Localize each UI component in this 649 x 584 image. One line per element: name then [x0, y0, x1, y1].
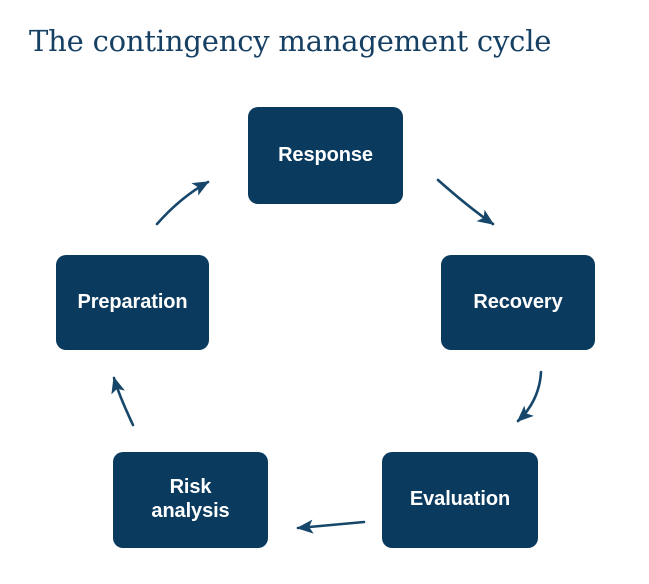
cycle-node-recovery-label: Recovery [473, 290, 563, 313]
cycle-node-response[interactable]: Response [248, 107, 403, 204]
cycle-node-risk-analysis-label: Risk analysis [151, 476, 230, 522]
cycle-node-response-label: Response [278, 143, 373, 166]
cycle-node-risk-analysis[interactable]: Risk analysis [113, 452, 268, 548]
cycle-node-evaluation-label: Evaluation [409, 488, 511, 511]
cycle-node-preparation[interactable]: Preparation [56, 255, 209, 350]
cycle-node-recovery[interactable]: Recovery [441, 255, 595, 350]
page-title: The contingency management cycle [29, 24, 552, 58]
cycle-node-evaluation[interactable]: Evaluation [382, 452, 538, 548]
arrow-response-to-recovery [436, 178, 495, 226]
arrow-preparation-to-response [155, 180, 210, 226]
arrow-risk-analysis-to-preparation [111, 376, 135, 427]
arrow-evaluation-to-risk-analysis [296, 519, 366, 534]
cycle-node-preparation-label: Preparation [77, 290, 188, 313]
arrow-recovery-to-evaluation [516, 370, 543, 423]
